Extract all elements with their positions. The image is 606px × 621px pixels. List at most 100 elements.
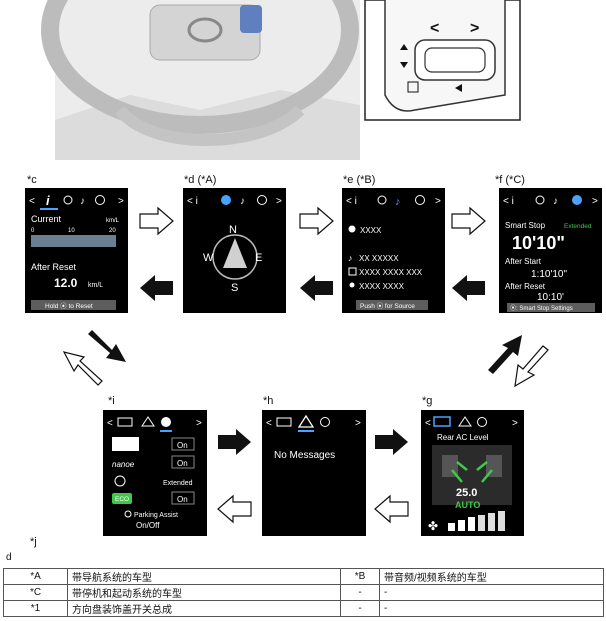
svg-text:Smart Stop: Smart Stop: [505, 221, 546, 230]
svg-text:♪: ♪: [553, 196, 558, 207]
svg-text:Extended: Extended: [163, 480, 193, 487]
svg-text:Parking Assist: Parking Assist: [134, 512, 178, 519]
svg-text:20: 20: [109, 228, 116, 234]
nanoe-label: nanoe: [112, 460, 135, 469]
arrow-c-to-d: [140, 208, 173, 234]
svg-text:W: W: [203, 252, 214, 264]
svg-text:10: 10: [68, 228, 75, 234]
disc-icon: [349, 226, 356, 233]
figure-caption: d: [6, 552, 12, 563]
screen-d: < i ♪ > N S W E: [183, 188, 286, 313]
arrow-f-to-e: [452, 275, 485, 301]
svg-text:>: >: [592, 196, 598, 207]
svg-text:On: On: [177, 441, 188, 450]
artist-icon: [350, 283, 355, 288]
fan-icon: ✤: [428, 519, 438, 533]
svg-text:<: <: [107, 418, 113, 429]
svg-text:XXXX: XXXX: [360, 226, 382, 235]
switch-highlight: [240, 5, 262, 33]
reset-hint: Hold ⦿ to Reset: [45, 302, 93, 310]
note-icon: ♪: [348, 253, 353, 263]
callout-d: *d (*A): [184, 174, 216, 186]
svg-text:On: On: [177, 495, 188, 504]
callout-j: *j: [30, 536, 37, 548]
svg-text:km/L: km/L: [88, 282, 103, 289]
screen-tab-row: <: [29, 196, 35, 207]
auto-mode: AUTO: [455, 500, 480, 510]
arrow-f-to-g: [515, 346, 548, 386]
svg-text:1:10'10": 1:10'10": [531, 269, 567, 280]
legend-row: *1 方向盘装饰盖开关总成 - -: [4, 601, 604, 617]
stop-time: 10'10": [512, 233, 565, 253]
arrow-h-to-g: [375, 429, 408, 455]
svg-text:< i: < i: [346, 196, 357, 207]
svg-text:On: On: [177, 459, 188, 468]
callout-e: *e (*B): [343, 174, 375, 186]
svg-text:XX XXXXX: XX XXXXX: [359, 254, 399, 263]
screen-f: < i ♪ > Smart Stop Extended 10'10" After…: [499, 188, 602, 313]
svg-text:>: >: [118, 196, 124, 207]
callout-c: *c: [27, 174, 37, 186]
arrow-g-to-h: [375, 496, 408, 522]
arrow-d-to-c: [140, 275, 173, 301]
svg-text:>: >: [196, 418, 202, 429]
arrow-g-to-f: [488, 335, 522, 374]
arrow-e-to-d: [300, 275, 333, 301]
svg-text:>: >: [512, 418, 518, 429]
parking-icon: [112, 437, 139, 451]
rear-ac-title: Rear AC Level: [437, 433, 489, 442]
svg-text:10:10': 10:10': [537, 292, 564, 303]
car-tab-icon: [572, 195, 582, 205]
svg-text:< i: < i: [503, 196, 514, 207]
screen-c: < i ♪ > Current km/L 0 10 20 After Reset…: [25, 188, 128, 313]
settings-hint: ⦿: Smart Stop Settings: [510, 305, 573, 312]
svg-text:E: E: [255, 252, 262, 264]
callout-f: *f (*C): [495, 174, 525, 186]
compass-tab-icon: [221, 195, 231, 205]
fuel-value: 12.0: [54, 276, 78, 290]
svg-text:>: >: [435, 196, 441, 207]
after-reset-label: After Reset: [31, 262, 77, 272]
info-tab-icon: i: [46, 193, 50, 208]
arrow-i-to-h: [218, 429, 251, 455]
eco-label: ECO: [115, 496, 129, 503]
svg-text:< i: < i: [187, 196, 198, 207]
music-tab-icon: ♪: [80, 196, 85, 207]
svg-text:>: >: [355, 418, 361, 429]
music-tab-icon: ♪: [395, 196, 401, 208]
screen-h: < > No Messages: [262, 410, 366, 536]
svg-text:<: <: [266, 418, 272, 429]
legend-row: *A 带导航系统的车型 *B 带音频/视频系统的车型: [4, 569, 604, 585]
screen-i: < > On nanoe On Extended ECO On Parking …: [103, 410, 207, 536]
callout-g: *g: [422, 395, 432, 407]
svg-text:S: S: [231, 282, 238, 294]
arrow-i-to-c: [64, 352, 102, 385]
screen-e: < i ♪ > XXXX ♪ XX XXXXX XXXX XXXX XXX XX…: [342, 188, 445, 313]
legend-row: *C 带停机和起动系统的车型 - -: [4, 585, 604, 601]
right-arrow-icon: >: [470, 20, 479, 37]
steering-wheel-illustration: [50, 0, 360, 160]
screen-g: < > Rear AC Level 25.0 AUTO ✤: [421, 410, 524, 536]
callout-h: *h: [263, 395, 273, 407]
legend-table: *A 带导航系统的车型 *B 带音频/视频系统的车型 *C 带停机和起动系统的车…: [3, 568, 604, 617]
callout-i: *i: [108, 395, 115, 407]
multi-information-display-diagram: < > *c *d (*A) *e (*B) *f (*C) *i *h *g …: [0, 0, 606, 565]
fuel-bar: [31, 235, 116, 247]
gear-tab-icon: [161, 417, 171, 427]
svg-text:♪: ♪: [240, 196, 245, 207]
unit-label: km/L: [106, 218, 120, 224]
svg-text:N: N: [229, 224, 237, 236]
no-messages-text: No Messages: [274, 450, 335, 461]
svg-text:XXXX XXXX XXX: XXXX XXXX XXX: [359, 268, 423, 277]
svg-text:<: <: [425, 418, 431, 429]
arrow-c-to-i: [88, 330, 126, 362]
extended-badge: Extended: [564, 223, 592, 230]
temperature-value: 25.0: [456, 487, 477, 499]
left-arrow-icon: <: [430, 20, 439, 37]
svg-text:After Start: After Start: [505, 257, 542, 266]
arrow-e-to-f: [452, 208, 485, 234]
arrow-h-to-i: [218, 496, 251, 522]
current-label: Current: [31, 214, 62, 224]
svg-text:XXXX XXXX: XXXX XXXX: [359, 282, 405, 291]
svg-text:After Reset: After Reset: [505, 282, 546, 291]
